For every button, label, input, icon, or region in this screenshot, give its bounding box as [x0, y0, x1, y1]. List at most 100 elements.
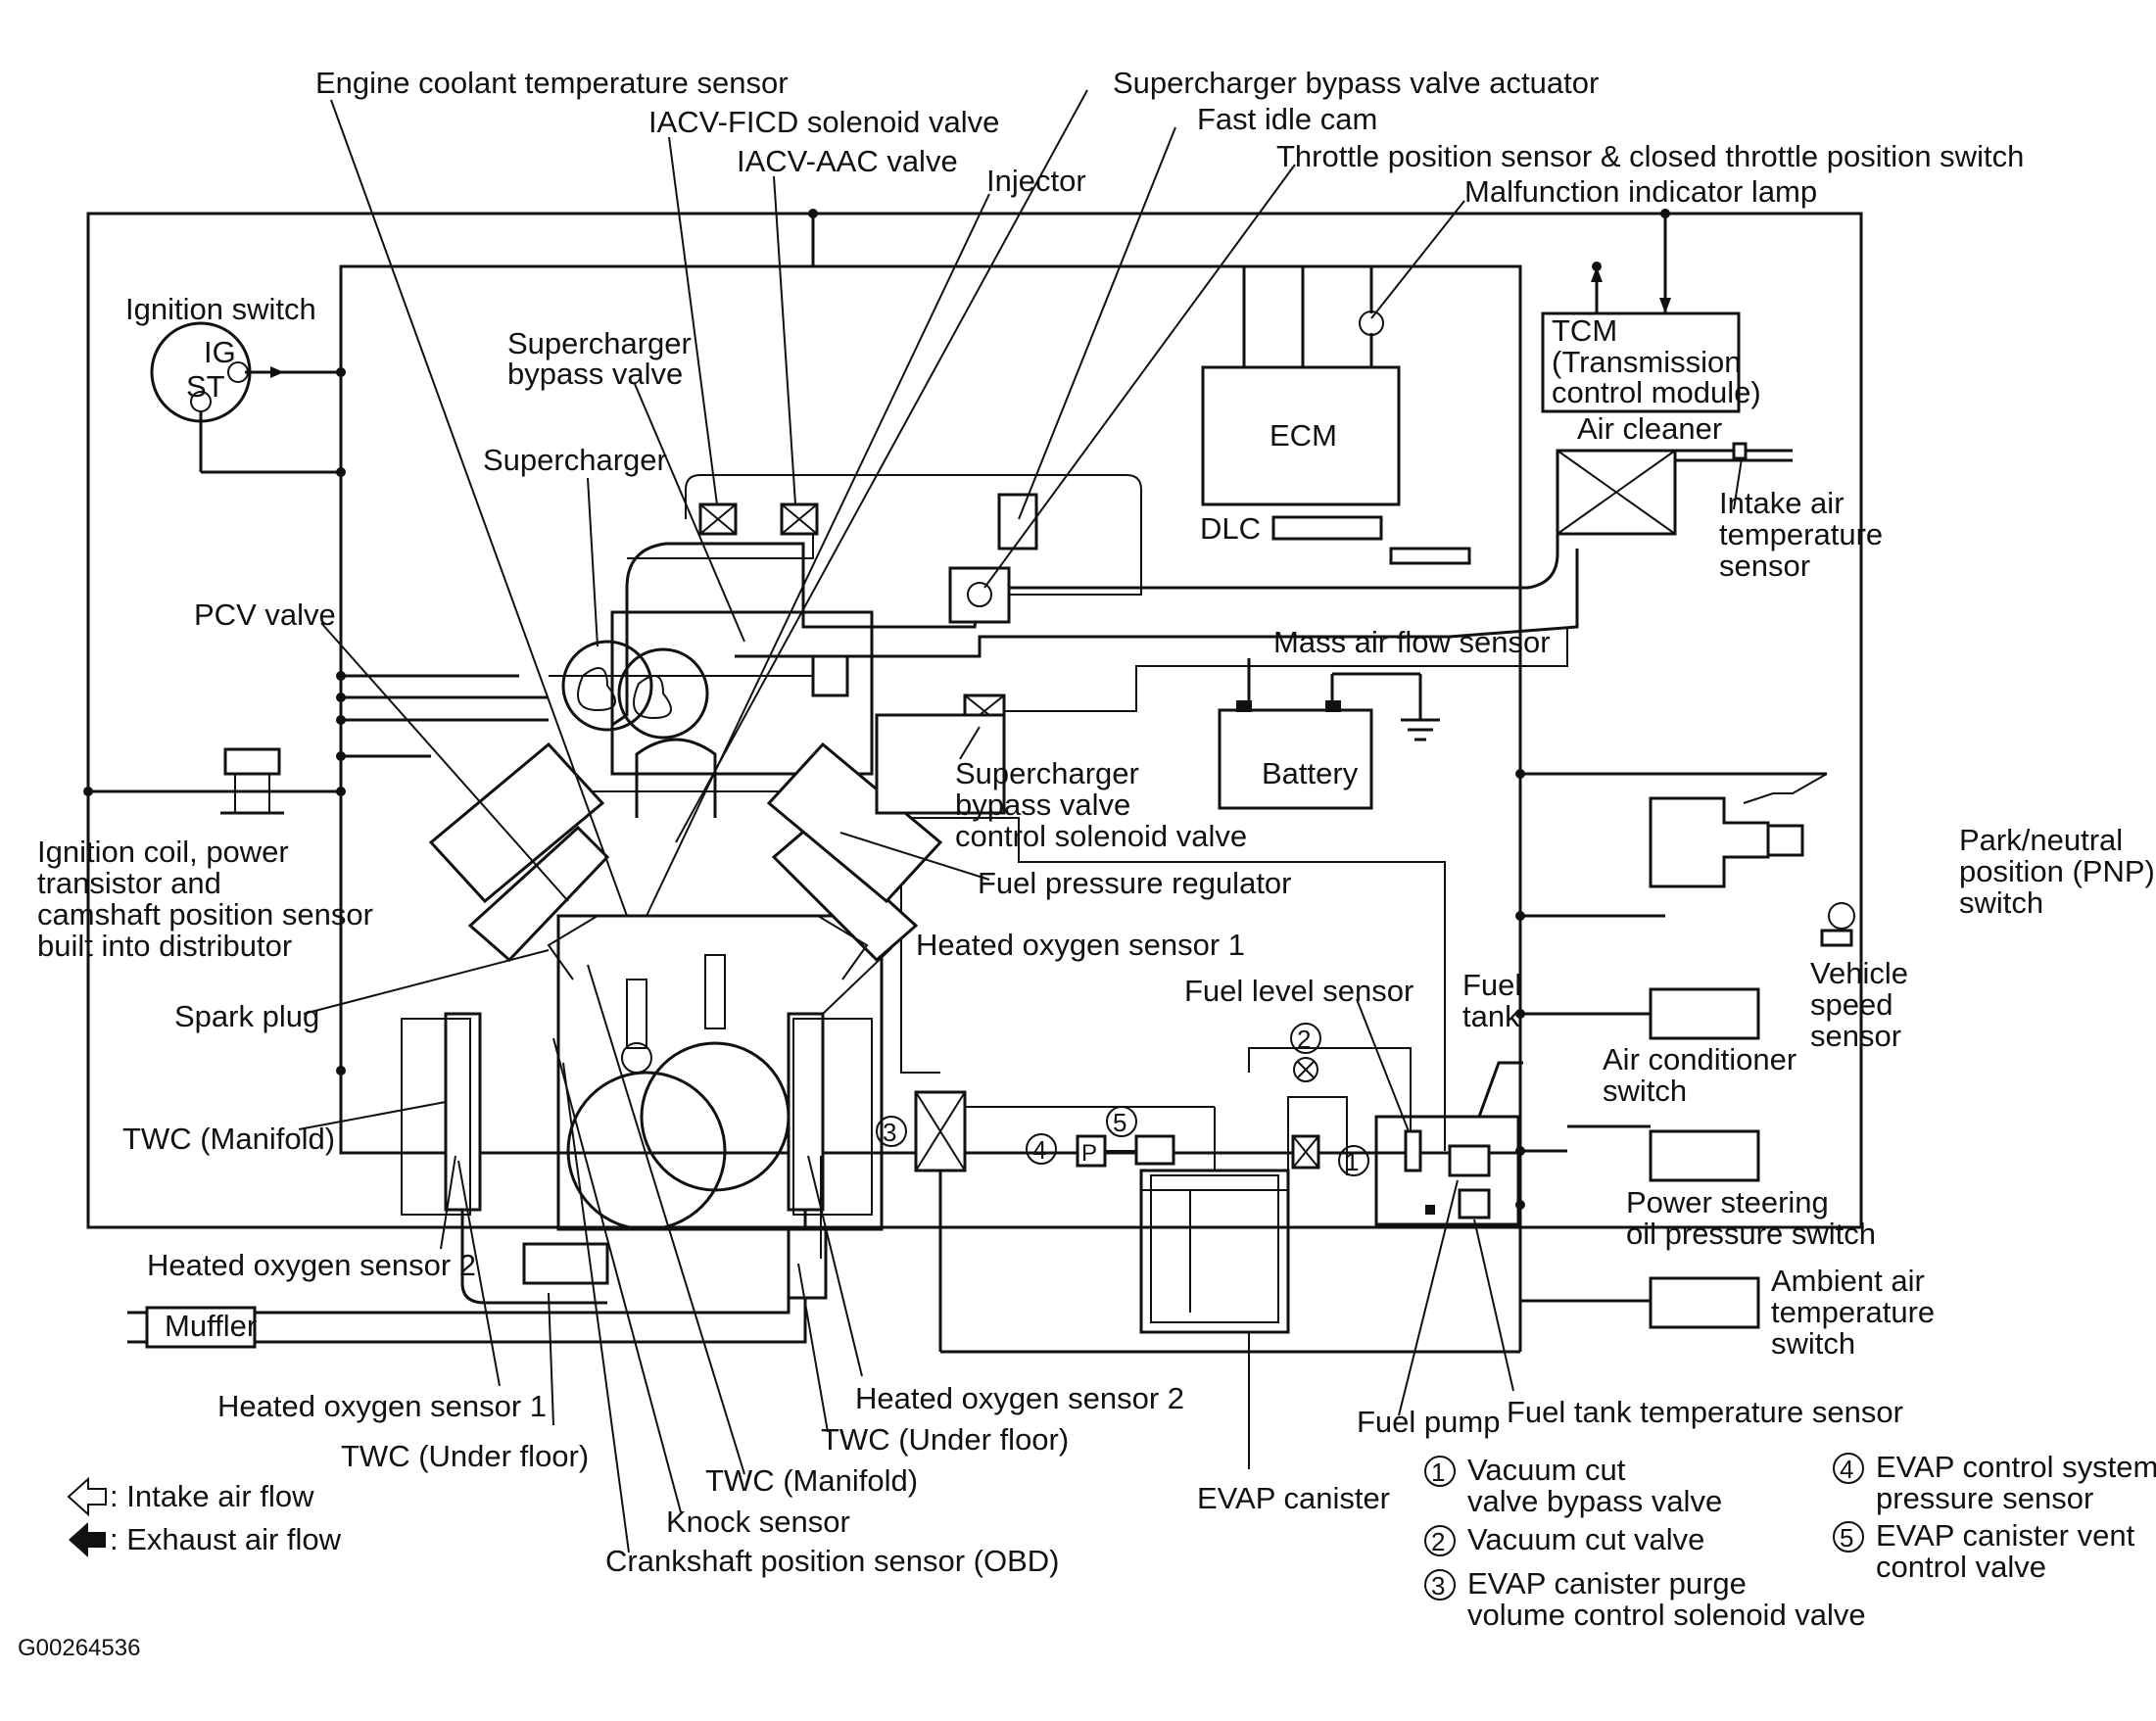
label-fuel-pressure-reg: Fuel pressure regulator: [978, 866, 1292, 900]
label-injector: Injector: [986, 164, 1086, 198]
label-twc-manifold-bottom: TWC (Manifold): [705, 1463, 918, 1498]
label-air-cleaner: Air cleaner: [1577, 411, 1722, 446]
label-engine-coolant-temp-sensor: Engine coolant temperature sensor: [315, 66, 789, 100]
label-ac-switch-1: Air conditioner: [1603, 1042, 1797, 1076]
numbered-legend: 1 Vacuum cut valve bypass valve 2 Vacuum…: [1424, 1450, 2156, 1632]
legend-num-1: 1: [1431, 1458, 1445, 1487]
label-fuel-level-sensor: Fuel level sensor: [1184, 974, 1413, 1008]
figure-id: G00264536: [18, 1635, 140, 1661]
flow-legend: : Intake air flow : Exhaust air flow: [67, 1476, 342, 1557]
evap-system: [914, 1047, 1523, 1334]
label-spark-plug: Spark plug: [174, 999, 319, 1033]
legend-4-line1: EVAP control system: [1876, 1450, 2156, 1484]
label-ecm: ECM: [1270, 418, 1337, 453]
label-fuel-tank-2: tank: [1462, 999, 1520, 1033]
marker-3: 3: [883, 1118, 896, 1147]
right-components: [875, 311, 1855, 1329]
label-ign-coil-3: camshaft position sensor: [37, 897, 373, 932]
label-sc-bypass-valve-2: bypass valve: [507, 357, 683, 391]
label-iacv-ficd-solenoid: IACV-FICD solenoid valve: [648, 105, 999, 139]
label-ho2s2-bottom: Heated oxygen sensor 2: [855, 1381, 1184, 1415]
st-label: ST: [186, 369, 225, 404]
legend-num-3: 3: [1431, 1571, 1445, 1601]
ignition-switch: IG ST: [150, 321, 252, 423]
label-throttle-position-sensor: Throttle position sensor & closed thrott…: [1276, 139, 2024, 173]
label-intake-air-flow: : Intake air flow: [110, 1479, 314, 1513]
leader-lines: [298, 89, 1743, 1554]
label-ho2s1-bottom: Heated oxygen sensor 1: [217, 1389, 547, 1423]
label-twc-underfloor-left: TWC (Under floor): [341, 1439, 589, 1473]
label-vss-3: sensor: [1810, 1019, 1901, 1053]
label-sc-solenoid-2: bypass valve: [955, 788, 1130, 822]
label-fuel-tank-1: Fuel: [1462, 968, 1521, 1002]
label-twc-manifold-left: TWC (Manifold): [122, 1122, 335, 1156]
label-pnp-2: position (PNP): [1959, 854, 2155, 888]
label-iacv-aac-valve: IACV-AAC valve: [737, 144, 958, 178]
legend-num-2: 2: [1431, 1527, 1445, 1556]
legend-3-line1: EVAP canister purge: [1467, 1566, 1747, 1601]
legend-2-line1: Vacuum cut valve: [1467, 1522, 1704, 1556]
legend-4-line2: pressure sensor: [1876, 1481, 2093, 1515]
label-ambient-1: Ambient air: [1771, 1264, 1925, 1298]
marker-5: 5: [1113, 1108, 1126, 1137]
label-ckp-sensor: Crankshaft position sensor (OBD): [605, 1544, 1059, 1578]
diagram-markers: 3 4 5 2 1 P: [876, 1023, 1369, 1176]
label-ignition-switch: Ignition switch: [125, 292, 316, 326]
label-tcm-3: control module): [1552, 375, 1761, 409]
label-vss-1: Vehicle: [1810, 956, 1908, 990]
marker-4: 4: [1032, 1135, 1046, 1165]
label-vss-2: speed: [1810, 987, 1892, 1022]
label-fast-idle-cam: Fast idle cam: [1197, 102, 1377, 136]
label-dlc: DLC: [1200, 511, 1261, 546]
marker-p: P: [1081, 1140, 1097, 1167]
engine-block: [127, 738, 943, 1344]
label-sc-solenoid-1: Supercharger: [955, 756, 1139, 790]
label-ps-switch-1: Power steering: [1626, 1185, 1829, 1219]
label-sc-bypass-valve-actuator: Supercharger bypass valve actuator: [1113, 66, 1599, 100]
label-twc-underfloor-right: TWC (Under floor): [821, 1422, 1069, 1457]
label-tcm-2: (Transmission: [1552, 345, 1742, 379]
component-labels: Engine coolant temperature sensor IACV-F…: [37, 66, 2155, 1578]
label-fuel-tank-temp: Fuel tank temperature sensor: [1507, 1395, 1903, 1429]
label-ign-coil-2: transistor and: [37, 866, 221, 900]
legend-5-line1: EVAP canister vent: [1876, 1518, 2135, 1553]
label-ac-switch-2: switch: [1603, 1074, 1687, 1108]
label-supercharger: Supercharger: [483, 443, 667, 477]
label-exhaust-air-flow: : Exhaust air flow: [110, 1522, 342, 1556]
label-ho2s1-top: Heated oxygen sensor 1: [916, 928, 1245, 962]
legend-1-line1: Vacuum cut: [1467, 1453, 1626, 1487]
label-ign-coil-4: built into distributor: [37, 929, 292, 963]
label-sc-bypass-valve-1: Supercharger: [507, 326, 692, 360]
label-iat-2: temperature: [1719, 517, 1883, 551]
label-evap-canister: EVAP canister: [1197, 1481, 1390, 1515]
label-knock-sensor: Knock sensor: [666, 1505, 850, 1539]
label-sc-solenoid-3: control solenoid valve: [955, 819, 1247, 853]
exhaust-arrow-icon: [69, 1522, 106, 1557]
label-ho2s2-left: Heated oxygen sensor 2: [147, 1248, 476, 1282]
legend-num-5: 5: [1840, 1523, 1853, 1553]
label-ign-coil-1: Ignition coil, power: [37, 835, 289, 869]
label-iat-3: sensor: [1719, 549, 1810, 583]
label-ambient-3: switch: [1771, 1326, 1855, 1361]
legend-1-line2: valve bypass valve: [1467, 1484, 1722, 1518]
label-iat-1: Intake air: [1719, 486, 1845, 520]
legend-5-line2: control valve: [1876, 1550, 2046, 1584]
label-mil: Malfunction indicator lamp: [1464, 174, 1817, 209]
intake-arrow-icon: [67, 1476, 107, 1517]
label-ambient-2: temperature: [1771, 1295, 1935, 1329]
label-fuel-pump: Fuel pump: [1357, 1405, 1500, 1439]
legend-num-4: 4: [1840, 1455, 1853, 1484]
marker-2: 2: [1297, 1025, 1311, 1054]
label-tcm-1: TCM: [1552, 313, 1617, 348]
label-pnp-3: switch: [1959, 885, 2043, 920]
label-muffler: Muffler: [165, 1309, 257, 1343]
label-pcv-valve: PCV valve: [194, 598, 336, 632]
label-pnp-1: Park/neutral: [1959, 823, 2123, 857]
label-ps-switch-2: oil pressure switch: [1626, 1217, 1876, 1251]
legend-3-line2: volume control solenoid valve: [1467, 1598, 1866, 1632]
muffler: Muffler: [145, 1306, 257, 1349]
label-battery: Battery: [1262, 756, 1359, 790]
label-maf-sensor: Mass air flow sensor: [1273, 625, 1551, 659]
